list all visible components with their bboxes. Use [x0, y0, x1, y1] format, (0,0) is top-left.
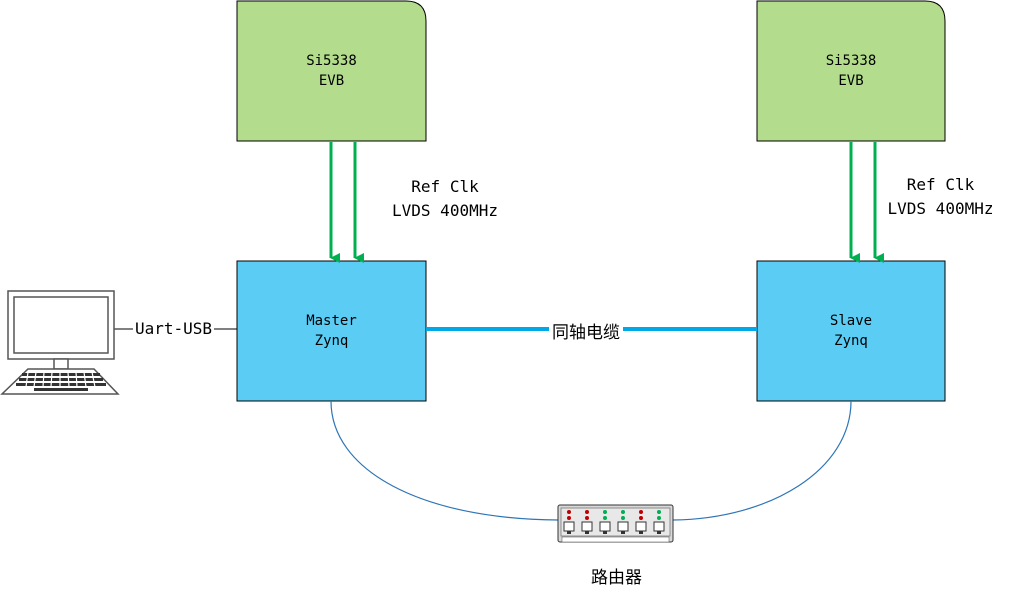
left-evb-box — [236, 0, 427, 142]
slave-line1: Slave — [829, 313, 873, 329]
left-evb-line1: Si5338 — [306, 53, 357, 69]
master-line2: Zynq — [314, 333, 349, 349]
right-clock-line2: LVDS 400MHz — [887, 199, 994, 218]
ethernet-link-left — [330, 400, 559, 521]
right-evb-line2: EVB — [838, 73, 864, 89]
right-evb-box — [756, 0, 946, 142]
right-clock-label: Ref Clk LVDS 400MHz — [870, 173, 1011, 221]
master-zynq-label: Master Zynq — [237, 311, 426, 351]
left-clock-label: Ref Clk LVDS 400MHz — [370, 175, 520, 223]
left-evb-line2: EVB — [318, 73, 345, 89]
right-clock-line1: Ref Clk — [906, 175, 975, 194]
left-clock-line1: Ref Clk — [411, 177, 479, 196]
slave-line2: Zynq — [834, 333, 868, 349]
master-line1: Master — [306, 313, 357, 329]
router-label: 路由器 — [588, 563, 645, 588]
coax-cable-label: 同轴电缆 — [549, 318, 623, 343]
right-evb-line1: Si5338 — [825, 53, 877, 69]
slave-zynq-label: Slave Zynq — [757, 311, 945, 351]
left-clock-line2: LVDS 400MHz — [392, 201, 498, 220]
computer-icon — [0, 290, 120, 395]
router-icon — [557, 504, 674, 543]
left-evb-label: Si5338 EVB — [237, 51, 426, 91]
master-zynq-box — [236, 260, 427, 402]
ethernet-link-right — [672, 400, 852, 521]
right-evb-label: Si5338 EVB — [757, 51, 945, 91]
uart-usb-label: Uart-USB — [133, 319, 215, 338]
